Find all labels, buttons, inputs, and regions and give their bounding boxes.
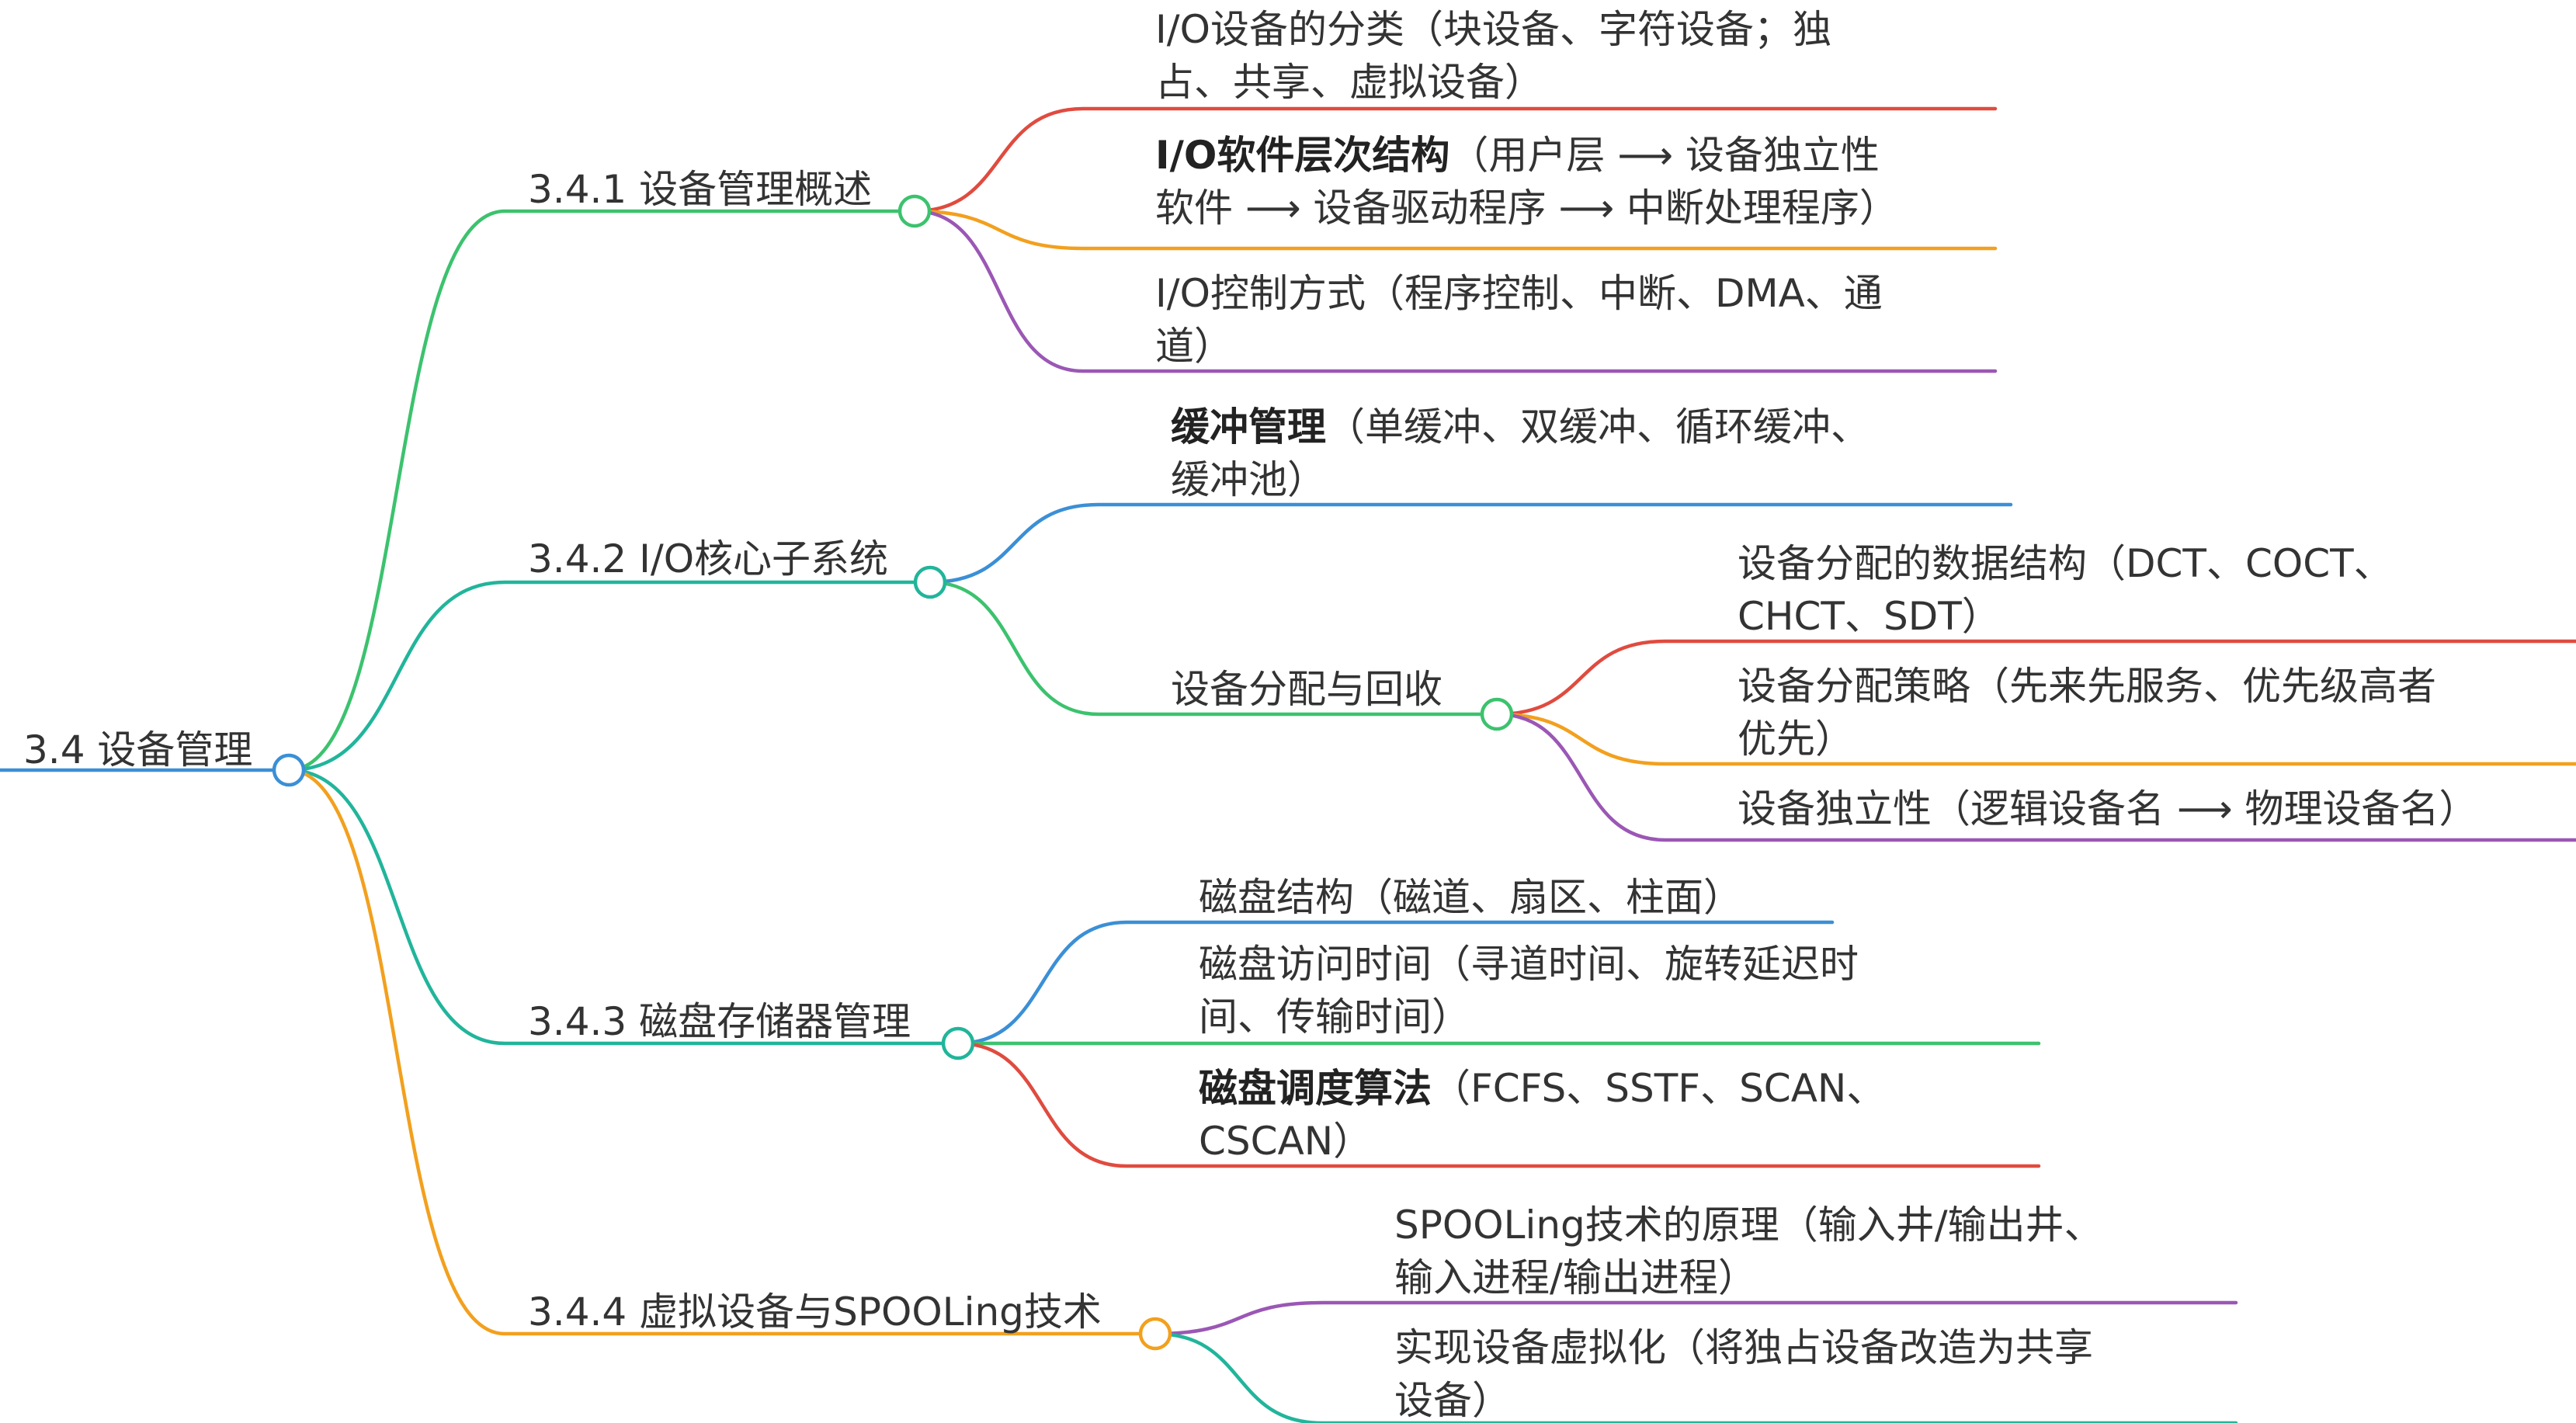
branch-1-topic-2-link [912, 209, 1998, 251]
branch-2-text: 3.4.2 I/O核心子系统 [528, 536, 889, 581]
branch-2-topic-1: 缓冲管理（单缓冲、双缓冲、循环缓冲、缓冲池） [1171, 401, 1870, 506]
branch-3-topic-1-line-1: 磁盘结构（磁道、扇区、柱面） [1199, 875, 1742, 920]
branch-1-topic-1-line-2: 占、共享、虚拟设备） [1155, 60, 1543, 105]
branch-1-topic-2-bold-term: I/O软件层次结构 [1155, 133, 1450, 178]
branch-3-toggle[interactable] [941, 1026, 975, 1060]
branch-1-topic-2-line-1: （用户层 ⟶ 设备独立性 [1449, 133, 1880, 178]
branch-2-topic-2-sub-2: 设备分配策略（先来先服务、优先级高者优先） [1738, 660, 2436, 765]
branch-2-topic-1-line-2: 缓冲池） [1171, 457, 1326, 502]
branch-2-topic-2-sub-1-link [1495, 639, 2576, 717]
branch-4: 3.4.4 虚拟设备与SPOOLing技术 [528, 1286, 1102, 1338]
branch-1-topic-3-link [912, 209, 1998, 373]
branch-3-topic-2: 磁盘访问时间（寻道时间、旋转延迟时间、传输时间） [1199, 938, 1859, 1043]
branch-1-topic-1: I/O设备的分类（块设备、字符设备；独占、共享、虚拟设备） [1155, 3, 1831, 109]
branch-3: 3.4.3 磁盘存储器管理 [528, 995, 911, 1048]
branch-4-topic-1-line-1: SPOOLing技术的原理（输入井/输出井、 [1394, 1203, 2103, 1248]
branch-1-link [286, 209, 917, 772]
branch-3-topic-3-bold-term: 磁盘调度算法 [1199, 1066, 1432, 1111]
branch-3-link [286, 768, 960, 1046]
branch-4-toggle[interactable] [1138, 1317, 1172, 1351]
branch-3-topic-3: 磁盘调度算法（FCFS、SSTF、SCAN、 CSCAN） [1199, 1062, 1885, 1168]
branch-2-topic-2-sub-1-line-2: CHCT、SDT） [1738, 594, 2001, 639]
branch-3-topic-2-line-1: 磁盘访问时间（寻道时间、旋转延迟时 [1199, 942, 1859, 987]
branch-1-topic-3: I/O控制方式（程序控制、中断、DMA、通道） [1155, 267, 1883, 373]
branch-4-topic-2-line-2: 设备） [1394, 1378, 1511, 1423]
root-toggle[interactable] [272, 753, 306, 787]
branch-2-toggle[interactable] [913, 565, 947, 599]
branch-2-link [286, 580, 932, 772]
branch-2-topic-2-text: 设备分配与回收 [1171, 667, 1442, 712]
branch-1-topic-2: I/O软件层次结构（用户层 ⟶ 设备独立性软件 ⟶ 设备驱动程序 ⟶ 中断处理程… [1155, 129, 1898, 234]
branch-2-topic-2-sub-3: 设备独立性（逻辑设备名 ⟶ 物理设备名） [1738, 783, 2477, 835]
branch-3-topic-1-link [956, 920, 1835, 1046]
branch-2: 3.4.2 I/O核心子系统 [528, 533, 888, 585]
branch-3-topic-3-line-1: （FCFS、SSTF、SCAN、 [1432, 1066, 1886, 1111]
branch-2-topic-2-sub-2-line-1: 设备分配策略（先来先服务、优先级高者 [1738, 664, 2436, 709]
branch-1-topic-3-line-1: I/O控制方式（程序控制、中断、DMA、通 [1155, 271, 1883, 316]
root-topic: 3.4 设备管理 [23, 724, 252, 776]
branch-2-topic-1-bold-term: 缓冲管理 [1171, 404, 1326, 449]
branch-1-text: 3.4.1 设备管理概述 [528, 167, 873, 212]
branch-1-topic-1-line-1: I/O设备的分类（块设备、字符设备；独 [1155, 7, 1831, 52]
branch-2-topic-2-sub-1-line-1: 设备分配的数据结构（DCT、COCT、 [1738, 541, 2393, 586]
branch-1-topic-2-line-2: 软件 ⟶ 设备驱动程序 ⟶ 中断处理程序） [1155, 186, 1898, 231]
branch-2-topic-1-line-1: （单缓冲、双缓冲、循环缓冲、 [1326, 404, 1870, 449]
branch-2-topic-2: 设备分配与回收 [1171, 663, 1442, 716]
branch-1-topic-1-link [912, 106, 1998, 213]
branch-2-topic-2-sub-2-link [1495, 712, 2576, 766]
branch-4-topic-2-line-1: 实现设备虚拟化（将独占设备改造为共享 [1394, 1325, 2093, 1370]
branch-2-topic-2-toggle[interactable] [1480, 697, 1514, 731]
branch-4-text: 3.4.4 虚拟设备与SPOOLing技术 [528, 1289, 1102, 1334]
branch-2-topic-2-sub-1: 设备分配的数据结构（DCT、COCT、 CHCT、SDT） [1738, 537, 2393, 643]
branch-1-topic-3-line-2: 道） [1155, 324, 1233, 369]
root-topic-text: 3.4 设备管理 [23, 727, 253, 772]
branch-4-topic-1: SPOOLing技术的原理（输入井/输出井、输入进程/输出进程） [1394, 1199, 2103, 1304]
branch-1: 3.4.1 设备管理概述 [528, 163, 872, 216]
branch-3-topic-3-link [956, 1041, 2041, 1168]
branch-1-toggle[interactable] [897, 194, 932, 228]
branch-2-topic-2-sub-2-line-2: 优先） [1738, 717, 1854, 762]
branch-3-text: 3.4.3 磁盘存储器管理 [528, 999, 911, 1044]
branch-2-topic-1-link [928, 502, 2013, 585]
branch-4-topic-2-link [1153, 1331, 2238, 1423]
branch-2-topic-2-link [928, 580, 1499, 717]
branch-3-topic-1: 磁盘结构（磁道、扇区、柱面） [1199, 871, 1742, 924]
branch-4-link [286, 768, 1158, 1336]
branch-4-topic-1-link [1153, 1300, 2238, 1336]
branch-4-topic-1-line-2: 输入进程/输出进程） [1394, 1255, 1757, 1300]
branch-2-topic-2-sub-3-line-1: 设备独立性（逻辑设备名 ⟶ 物理设备名） [1738, 786, 2478, 831]
branch-2-topic-2-sub-3-link [1495, 712, 2576, 842]
branch-3-topic-2-line-2: 间、传输时间） [1199, 994, 1470, 1039]
branch-4-topic-2: 实现设备虚拟化（将独占设备改造为共享设备） [1394, 1321, 2093, 1423]
branch-3-topic-3-line-2: CSCAN） [1199, 1119, 1373, 1164]
